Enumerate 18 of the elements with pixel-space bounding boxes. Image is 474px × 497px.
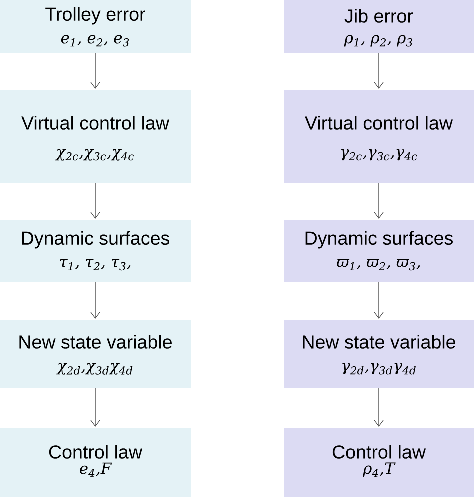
process-box: Virtual control law γ$_{2c}$,γ$_{3c}$,γ$_{4c}$ [284,90,474,183]
process-box: Jib error ρ$_{1}$, ρ$_{2}$, ρ$_{3}$ [284,0,474,53]
arrow [374,388,384,427]
arrow [374,182,384,219]
arrow [374,282,384,319]
arrow [374,52,384,89]
arrow [90,52,100,89]
arrow [90,388,100,427]
process-box: Control law e$_{4}$,F [0,428,191,497]
process-box: Virtual control law χ$_{2c}$,χ$_{3c}$,χ$_{4c}$ [0,90,191,183]
process-box: Dynamic surfaces ϖ$_{1}$, ϖ$_{2}$, ϖ$_{3}$, [284,220,474,282]
process-box: Control law ρ$_{4}$,T [284,428,474,497]
arrow [90,182,100,219]
process-box: New state variable γ$_{2d}$,γ$_{3d}$γ$_{4d}$ [284,320,474,388]
arrow [90,282,100,319]
process-box: New state variable χ$_{2d}$,χ$_{3d}$χ$_{4d}$ [0,320,191,388]
process-box: Trolley error e$_{1}$, e$_{2}$, e$_{3}$ [0,0,191,53]
process-box: Dynamic surfaces τ$_{1}$, τ$_{2}$, τ$_{3}$, [0,220,191,282]
